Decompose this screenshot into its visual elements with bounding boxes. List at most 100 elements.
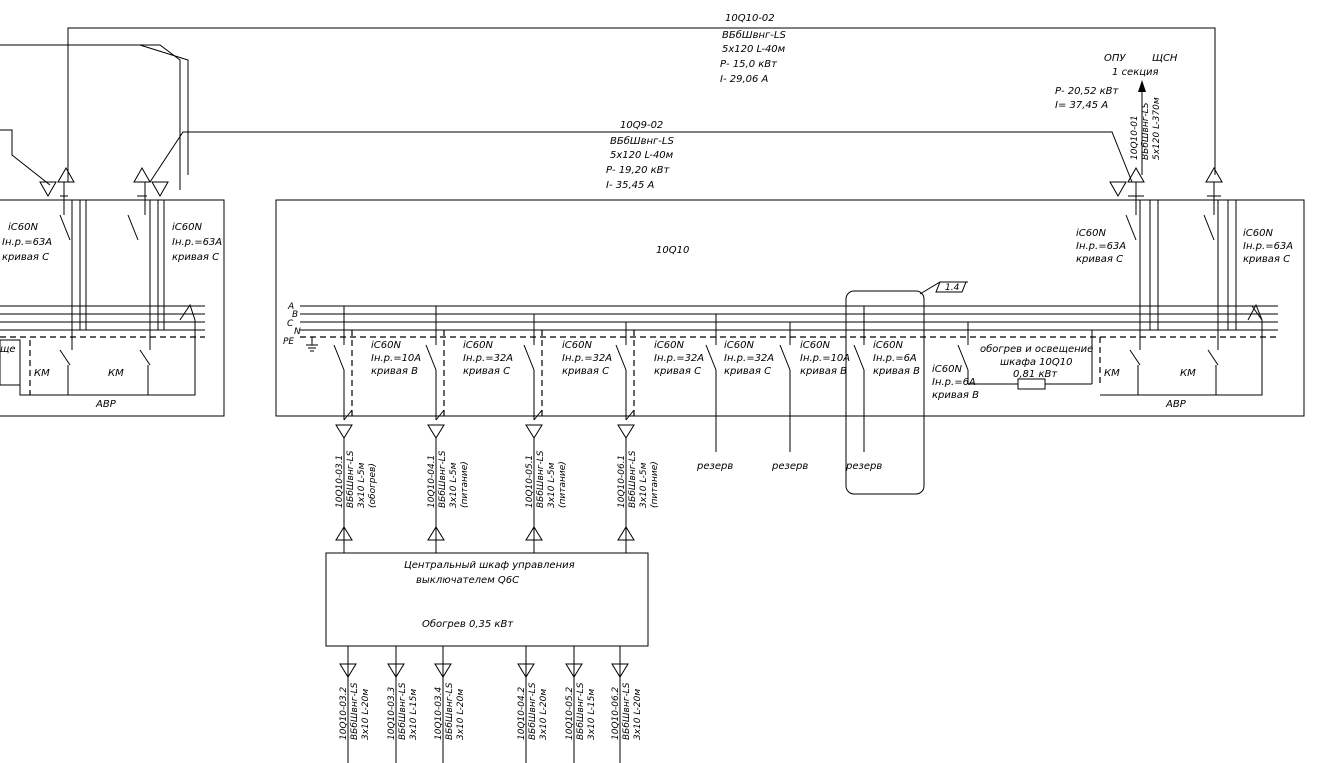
svg-text:Iн.р.=63А: Iн.р.=63А (1243, 241, 1293, 252)
left-partial-label: ще (0, 344, 16, 355)
opu-title-b: ЩСН (1152, 53, 1178, 64)
svg-text:10Q10-03.2: 10Q10-03.2 (339, 686, 349, 740)
cabinet-heat: Обогрев 0,35 кВт (422, 618, 514, 630)
svg-text:3х10 L-5м: 3х10 L-5м (357, 462, 367, 508)
opu-current: I= 37,45 А (1055, 100, 1108, 111)
svg-text:iC60N: iC60N (724, 340, 754, 351)
svg-text:Iн.р.=32А: Iн.р.=32А (562, 353, 612, 364)
opu-section: 1 секция (1112, 67, 1159, 78)
cable-10q10-06-1: 10Q10-06.1 ВБбШвнг-LS 3х10 L-5м (питание… (617, 424, 660, 553)
svg-text:ВБбШвнг-LS: ВБбШвнг-LS (438, 450, 448, 508)
svg-text:10Q10-06.2: 10Q10-06.2 (611, 686, 621, 740)
svg-text:iC60N: iC60N (654, 340, 684, 351)
feeder-cable: ВБбШвнг-LS (722, 29, 786, 41)
reserve-label-1: резерв (696, 461, 733, 472)
feeder-power: Р- 19,20 кВт (606, 165, 671, 176)
svg-text:кривая С: кривая С (562, 366, 609, 377)
reserve-feeder-3: 1.4 (845, 281, 968, 495)
heater-feeder (957, 322, 1101, 390)
svg-text:3х10 L-20м: 3х10 L-20м (633, 689, 643, 740)
svg-text:iC60N: iC60N (562, 340, 592, 351)
opu-size: 5х120 L-370м (1152, 97, 1162, 160)
svg-text:Iн.р.=10А: Iн.р.=10А (371, 353, 421, 364)
feeder-10q9-02-label: 10Q9-02 ВБбШвнг-LS 5х120 L-40м Р- 19,20 … (606, 120, 674, 191)
outgoing-feeder-3 (523, 314, 543, 421)
svg-text:Iн.р.=6А: Iн.р.=6А (873, 353, 917, 364)
bottom-cables: 10Q10-03.2 ВБбШвнг-LS 3х10 L-20м 10Q10-0… (339, 646, 643, 763)
main-panel-10q10: 10Q10 A B C N PE (275, 166, 1305, 495)
svg-text:кривая С: кривая С (1076, 254, 1123, 265)
breaker-label-2: iC60N Iн.р.=32А кривая С (463, 340, 513, 377)
svg-text:кривая С: кривая С (654, 366, 701, 377)
feeder-current: I- 29,06 А (720, 74, 769, 85)
km-label-1: КМ (1104, 368, 1120, 379)
heater-label-1: обогрев и освещение (980, 343, 1093, 355)
svg-text:ВБбШвнг-LS: ВБбШвнг-LS (622, 682, 632, 740)
svg-text:Iн.р.=32А: Iн.р.=32А (654, 353, 704, 364)
svg-text:Iн.р.=10А: Iн.р.=10А (800, 353, 850, 364)
breaker-label-4: iC60N Iн.р.=32А кривая С (654, 340, 704, 377)
breaker-label-7: iC60N Iн.р.=6А кривая В (873, 340, 920, 377)
left-panel: iC60N Iн.р.=63А кривая С iC60N Iн.р.=63А… (0, 166, 225, 417)
feeder-current: I- 35,45 А (606, 180, 655, 191)
opu-label: ОПУ ЩСН 1 секция Р- 20,52 кВт I= 37,45 А… (1055, 53, 1178, 160)
svg-text:10Q10-04.2: 10Q10-04.2 (517, 686, 527, 740)
feeder-cable: ВБбШвнг-LS (610, 135, 674, 147)
feeder-size: 5х120 L-40м (722, 44, 786, 55)
left-rating: Iн.р.=63А (2, 237, 52, 248)
feeder-line-10q9-02 (149, 131, 1133, 183)
reserve-highlight-box (845, 290, 925, 495)
svg-text:3х10 L-20м: 3х10 L-20м (456, 689, 466, 740)
outgoing-feeder-4 (615, 322, 635, 421)
svg-text:10Q10-06.1: 10Q10-06.1 (617, 455, 627, 508)
svg-text:(питание): (питание) (650, 461, 660, 508)
panel-name: 10Q10 (656, 245, 689, 256)
cable-10q10-04-2: 10Q10-04.2 ВБбШвнг-LS 3х10 L-20м (517, 646, 549, 763)
avr-label: АВР (1165, 399, 1187, 410)
svg-text:ВБбШвнг-LS: ВБбШвнг-LS (445, 682, 455, 740)
reserve-feeder-1 (705, 314, 717, 452)
svg-text:кривая С: кривая С (1243, 254, 1290, 265)
reserve-label-2: резерв (771, 461, 808, 472)
opu-cable-id: 10Q10-01 (1130, 115, 1140, 160)
svg-text:ВБбШвнг-LS: ВБбШвнг-LS (628, 450, 638, 508)
svg-text:(обогрев): (обогрев) (368, 463, 378, 508)
svg-text:10Q10-05.2: 10Q10-05.2 (565, 686, 575, 740)
svg-text:iC60N: iC60N (873, 340, 903, 351)
bus-b: B (292, 310, 298, 320)
svg-text:3х10 L-15м: 3х10 L-15м (587, 689, 597, 740)
svg-text:10Q10-03.4: 10Q10-03.4 (434, 686, 444, 740)
svg-text:iC60N: iC60N (932, 364, 962, 375)
cable-10q10-03-3: 10Q10-03.3 ВБбШвнг-LS 3х10 L-15м (387, 646, 419, 763)
svg-text:3х10 L-20м: 3х10 L-20м (361, 689, 371, 740)
svg-text:ВБбШвнг-LS: ВБбШвнг-LS (398, 682, 408, 740)
km-label-2: КМ (1180, 368, 1196, 379)
opu-line (1138, 80, 1146, 175)
heater-resistor (1017, 378, 1046, 390)
svg-text:Iн.р.=32А: Iн.р.=32А (463, 353, 513, 364)
heater-power: 0,81 кВт (1013, 369, 1058, 380)
svg-text:ВБбШвнг-LS: ВБбШвнг-LS (350, 682, 360, 740)
input-breaker-label-1: iC60N Iн.р.=63А кривая С (1076, 228, 1126, 265)
central-cabinet: Центральный шкаф управления выключателем… (325, 552, 649, 647)
opu-power: Р- 20,52 кВт (1055, 86, 1120, 97)
svg-text:3х10 L-5м: 3х10 L-5м (547, 462, 557, 508)
cable-10q10-03-2: 10Q10-03.2 ВБбШвнг-LS 3х10 L-20м (339, 646, 371, 763)
opu-cable: ВБбШвнг-LS (1141, 102, 1151, 160)
svg-text:3х10 L-5м: 3х10 L-5м (639, 462, 649, 508)
heater-breaker-label: iC60N Iн.р.=6А кривая В обогрев и освеще… (932, 343, 1093, 401)
svg-text:10Q10-04.1: 10Q10-04.1 (427, 455, 437, 508)
bus-c: C (287, 319, 294, 329)
svg-text:Iн.р.=32А: Iн.р.=32А (724, 353, 774, 364)
breaker-label-3: iC60N Iн.р.=32А кривая С (562, 340, 612, 377)
cable-10q10-05-2: 10Q10-05.2 ВБбШвнг-LS 3х10 L-15м (565, 646, 597, 763)
reserve-label-3: резерв (845, 461, 882, 472)
svg-text:(питание): (питание) (460, 461, 470, 508)
svg-text:ВБбШвнг-LS: ВБбШвнг-LS (528, 682, 538, 740)
left-avr: АВР (95, 399, 117, 410)
svg-text:iC60N: iC60N (463, 340, 493, 351)
left-km-1: КМ (34, 368, 50, 379)
feeder-power: Р- 15,0 кВт (720, 59, 778, 70)
ground-icon (306, 337, 318, 352)
